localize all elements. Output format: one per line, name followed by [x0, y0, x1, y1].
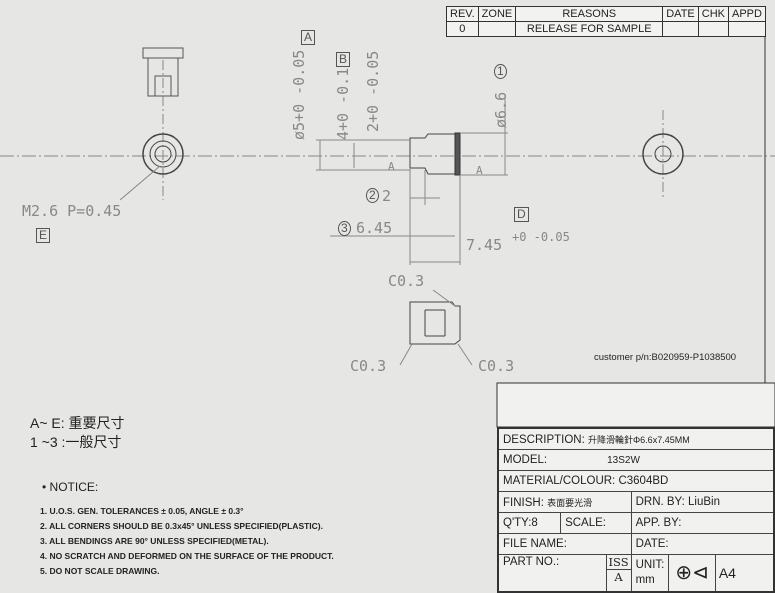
sheet-size: A4 — [714, 555, 736, 591]
dim-len745: 7.45 — [466, 236, 503, 254]
dim-len745-tol: +0 -0.05 — [512, 230, 570, 244]
part-no-label: PART NO.: — [503, 556, 560, 568]
dimension-legend: A~ E: 重要尺寸 1 ~3 :一般尺寸 — [30, 414, 125, 452]
dim-2: 2+0 -0.05 — [364, 50, 382, 132]
notice-list: 1. U.O.S. GEN. TOLERANCES ± 0.05, ANGLE … — [40, 504, 334, 579]
label-3: 3 — [338, 221, 351, 236]
description-value: 升降滑輪針Φ6.6x7.45MM — [588, 434, 690, 445]
unit-label: UNIT: — [635, 559, 665, 571]
material-label: MATERIAL/COLOUR: — [503, 475, 616, 487]
label-e: E — [36, 228, 51, 243]
appd-cell — [728, 21, 766, 37]
title-block: DESCRIPTION: 升降滑輪針Φ6.6x7.45MM MODEL: 13S2… — [497, 427, 775, 593]
date-cell — [662, 21, 699, 37]
app-label: APP. BY: — [630, 512, 775, 534]
label-1: 1 — [494, 64, 507, 79]
scale-label: SCALE: — [560, 512, 632, 534]
thread-spec: M2.6 P=0.45 — [22, 202, 122, 220]
dim-len645: 6.45 — [356, 219, 393, 237]
reasons-header: REASONS — [515, 6, 664, 22]
chamfer-left: C0.3 — [350, 357, 387, 375]
zone-cell — [477, 21, 517, 37]
rev-header: REV. — [446, 6, 479, 22]
drn-label: DRN. BY: — [635, 496, 685, 508]
label-b: B — [336, 52, 351, 67]
iss-label: ISS — [606, 555, 631, 570]
dim-d5: ø5+0 -0.05 — [290, 49, 308, 140]
notice-item: 1. U.O.S. GEN. TOLERANCES ± 0.05, ANGLE … — [40, 506, 244, 516]
notice-item: 3. ALL BENDINGS ARE 90° UNLESS SPECIFIED… — [40, 536, 269, 546]
model-value: 13S2W — [607, 455, 640, 466]
chamfer-top: C0.3 — [388, 272, 425, 290]
dim-4: 4+0 -0.1 — [334, 67, 352, 140]
notice-title-text: NOTICE: — [49, 480, 99, 494]
customer-part-number: customer p/n:B020959-P1038500 — [594, 352, 737, 363]
zone-header: ZONE — [477, 6, 517, 22]
section-mark-right: A — [476, 164, 483, 177]
notice-item: 2. ALL CORNERS SHOULD BE 0.3x45° UNLESS … — [40, 521, 324, 531]
notice-item: 5. DO NOT SCALE DRAWING. — [40, 566, 160, 576]
label-a: A — [301, 30, 316, 45]
chk-cell — [697, 21, 730, 37]
drn-value: LiuBin — [688, 496, 720, 508]
reason-cell: RELEASE FOR SAMPLE — [515, 21, 664, 37]
legend-general: 1 ~3 :一般尺寸 — [30, 434, 122, 450]
iss-value: A — [614, 570, 623, 584]
label-d: D — [514, 207, 529, 222]
appd-header: APPD — [728, 6, 766, 22]
unit-value: mm — [635, 574, 655, 586]
legend-important: A~ E: 重要尺寸 — [30, 415, 125, 431]
file-name-label: FILE NAME: — [497, 533, 632, 555]
qty-label: Q'TY: — [503, 517, 532, 529]
notice-item: 4. NO SCRATCH AND DEFORMED ON THE SURFAC… — [40, 551, 334, 561]
dim-d66: ø6.6 — [492, 91, 510, 128]
dim-len2: 2 — [382, 187, 392, 205]
label-2: 2 — [366, 188, 379, 203]
date-header: DATE — [662, 6, 699, 22]
projection-symbol-icon: ⊕⊲ — [668, 555, 715, 591]
chk-header: CHK — [697, 6, 730, 22]
chamfer-right: C0.3 — [478, 357, 515, 375]
finish-label: FINISH: — [503, 496, 544, 509]
section-mark-left: A — [388, 160, 395, 173]
date-label: DATE: — [630, 533, 775, 555]
notice-title: • NOTICE: — [42, 480, 99, 494]
material-value: C3604BD — [618, 475, 669, 487]
finish-value: 表面要光滑 — [547, 497, 593, 508]
rev-cell: 0 — [446, 21, 479, 37]
description-label: DESCRIPTION: — [503, 433, 585, 446]
model-label: MODEL: — [503, 454, 548, 466]
qty-value: 8 — [531, 517, 538, 529]
